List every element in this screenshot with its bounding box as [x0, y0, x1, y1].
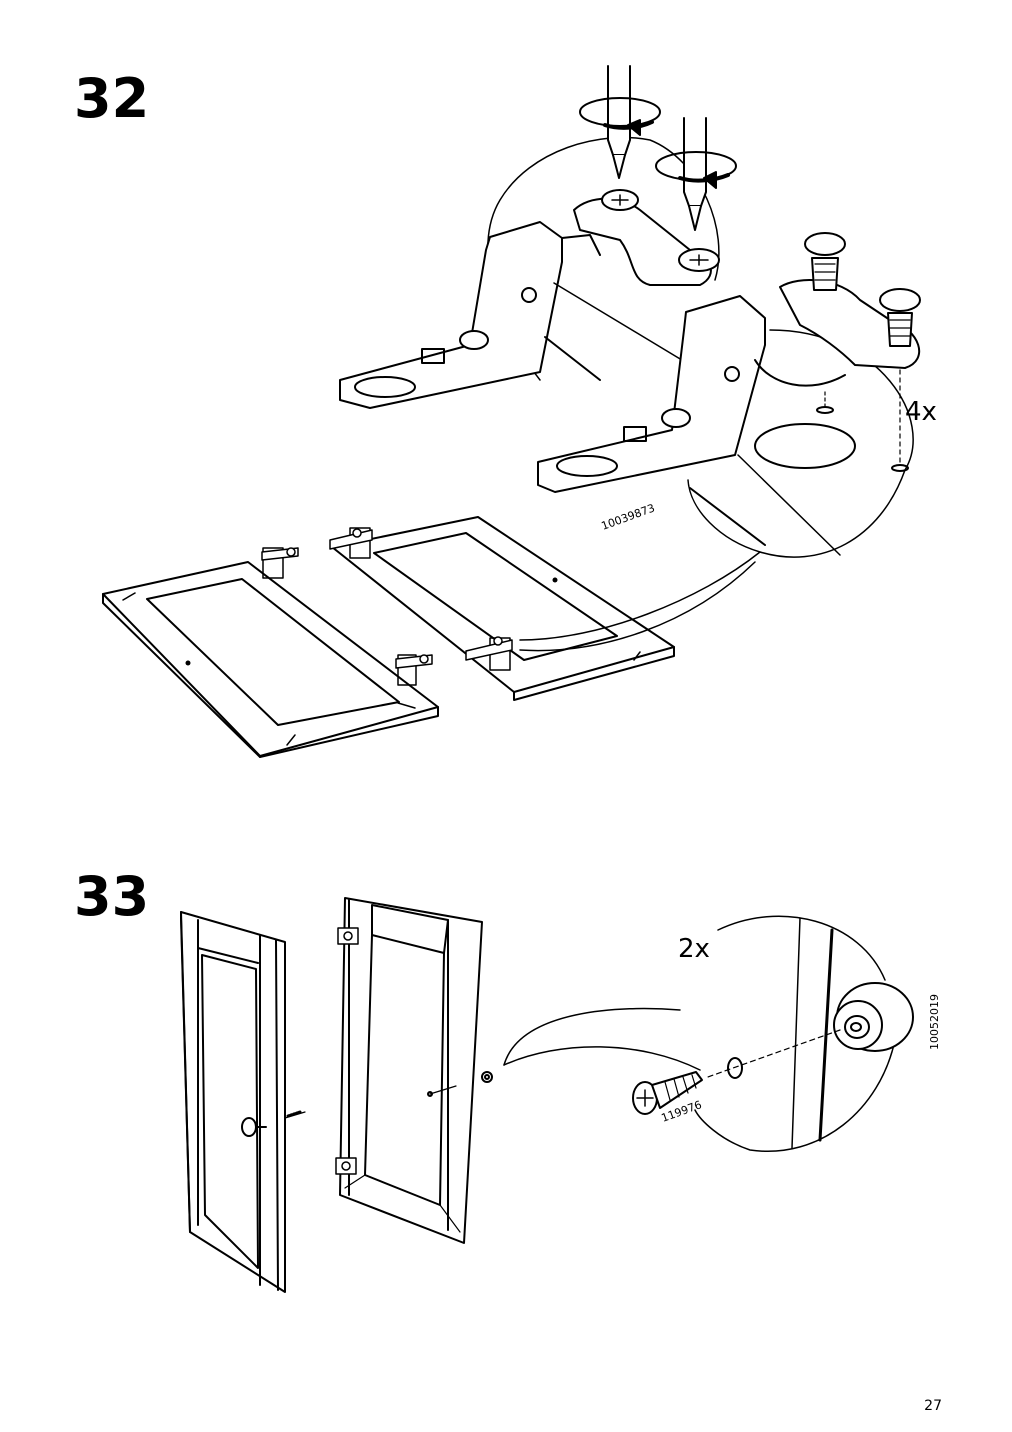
step-33-number: 33 — [74, 865, 150, 928]
screwdriver-2 — [655, 117, 737, 231]
screwdriver-1 — [579, 65, 661, 179]
step-32-number: 32 — [74, 67, 150, 130]
right-door-panel — [329, 516, 675, 701]
hinge-detail-zoom — [339, 65, 921, 558]
left-door-panel — [102, 547, 439, 758]
screw-icon — [632, 1071, 703, 1115]
right-door-with-hinges — [335, 897, 493, 1244]
knob-detail-zoom — [632, 915, 914, 1152]
page-number: 27 — [924, 1398, 942, 1414]
step-33-knob-part-number: 10052019 — [928, 994, 941, 1050]
step-32-part-number: 10039873 — [600, 501, 657, 532]
step-33-quantity: 2x — [678, 934, 710, 964]
step-32-quantity: 4x — [905, 397, 937, 427]
left-door-with-knob — [180, 911, 306, 1293]
